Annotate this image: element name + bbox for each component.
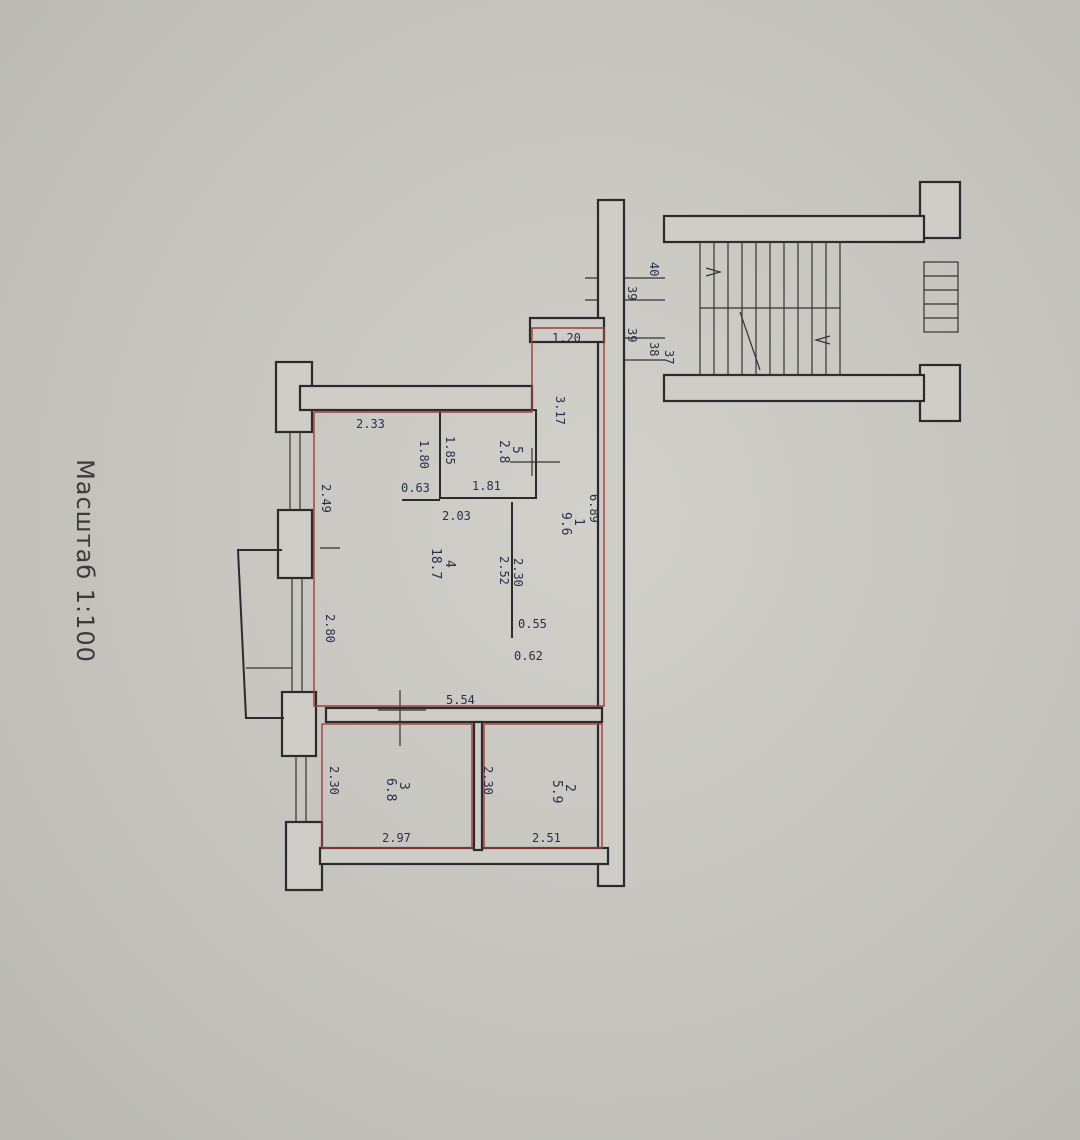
wall-bath-divider	[472, 720, 484, 852]
dim-label: 2.49	[319, 484, 333, 513]
stairwell-corner-top	[918, 180, 962, 240]
room-3-area: 6.8	[383, 778, 398, 801]
stairwell-wall-bottom	[662, 373, 926, 403]
dim-label: 2.52	[497, 556, 511, 585]
dim-label: 3.17	[553, 396, 567, 425]
dim-label: 2.30	[481, 766, 495, 795]
closet-walls	[439, 409, 537, 499]
balcony	[236, 549, 284, 719]
wall-middle	[324, 706, 604, 724]
level-marks: 40 39 39 38 37	[585, 262, 676, 364]
dim-label: 1.81	[472, 479, 501, 493]
room-4-number: 4	[442, 560, 457, 568]
wall-pier-3	[280, 690, 318, 758]
dim-label: 0.55	[518, 617, 547, 631]
building-walls	[236, 198, 626, 892]
dim-label: 2.97	[382, 831, 411, 845]
stair-mark-5: 37	[662, 350, 676, 364]
stairwell-window	[923, 261, 959, 333]
stairwell-wall-top	[662, 214, 926, 244]
stair-arrow-up	[813, 335, 831, 345]
dim-label: 6.89	[587, 494, 601, 523]
room-5-area: 2.8	[496, 440, 511, 463]
stair-treads	[713, 242, 827, 375]
wall-top-left	[298, 384, 534, 412]
stair-mark-3: 39	[625, 328, 639, 342]
dim-label: 0.62	[514, 649, 543, 663]
wall-bottom	[318, 846, 610, 866]
stair-mark-1: 40	[647, 262, 661, 276]
dim-label: 1.85	[443, 436, 457, 465]
room-4-area: 18.7	[428, 548, 443, 579]
room-3-number: 3	[396, 782, 411, 790]
room-2-number: 2	[562, 784, 577, 792]
dim-label: 2.33	[356, 417, 385, 431]
stairwell	[662, 180, 962, 423]
wall-pier-2	[276, 508, 314, 580]
stair-mark-4: 38	[647, 342, 661, 356]
dim-label: 5.54	[446, 693, 475, 707]
dim-label: 2.51	[532, 831, 561, 845]
room-5-number: 5	[509, 446, 524, 454]
stair-arrow-down	[705, 267, 723, 277]
stair-mark-2: 39	[625, 286, 639, 300]
dim-label: 2.03	[442, 509, 471, 523]
room-1-area: 9.6	[558, 512, 573, 535]
stair-break-line	[739, 311, 761, 371]
wall-pier-4	[284, 820, 324, 892]
dim-label: 2.80	[323, 614, 337, 643]
stairwell-corner-bottom	[918, 363, 962, 423]
dim-label: 2.30	[327, 766, 341, 795]
room-2-area: 5.9	[549, 780, 564, 803]
room-labels: 1 9.6 2 5.9 3 6.8 4 18.7 5 2.8	[383, 440, 586, 803]
room-1-number: 1	[571, 518, 586, 526]
dim-label: 1.80	[417, 440, 431, 469]
dim-label: 1.20	[552, 331, 581, 345]
dim-label: 0.63	[401, 481, 430, 495]
dimension-labels: 1.20 3.17 2.33 2.49 1.80 1.85 0.63 1.81 …	[319, 331, 601, 845]
dim-label: 2.30	[511, 558, 525, 587]
